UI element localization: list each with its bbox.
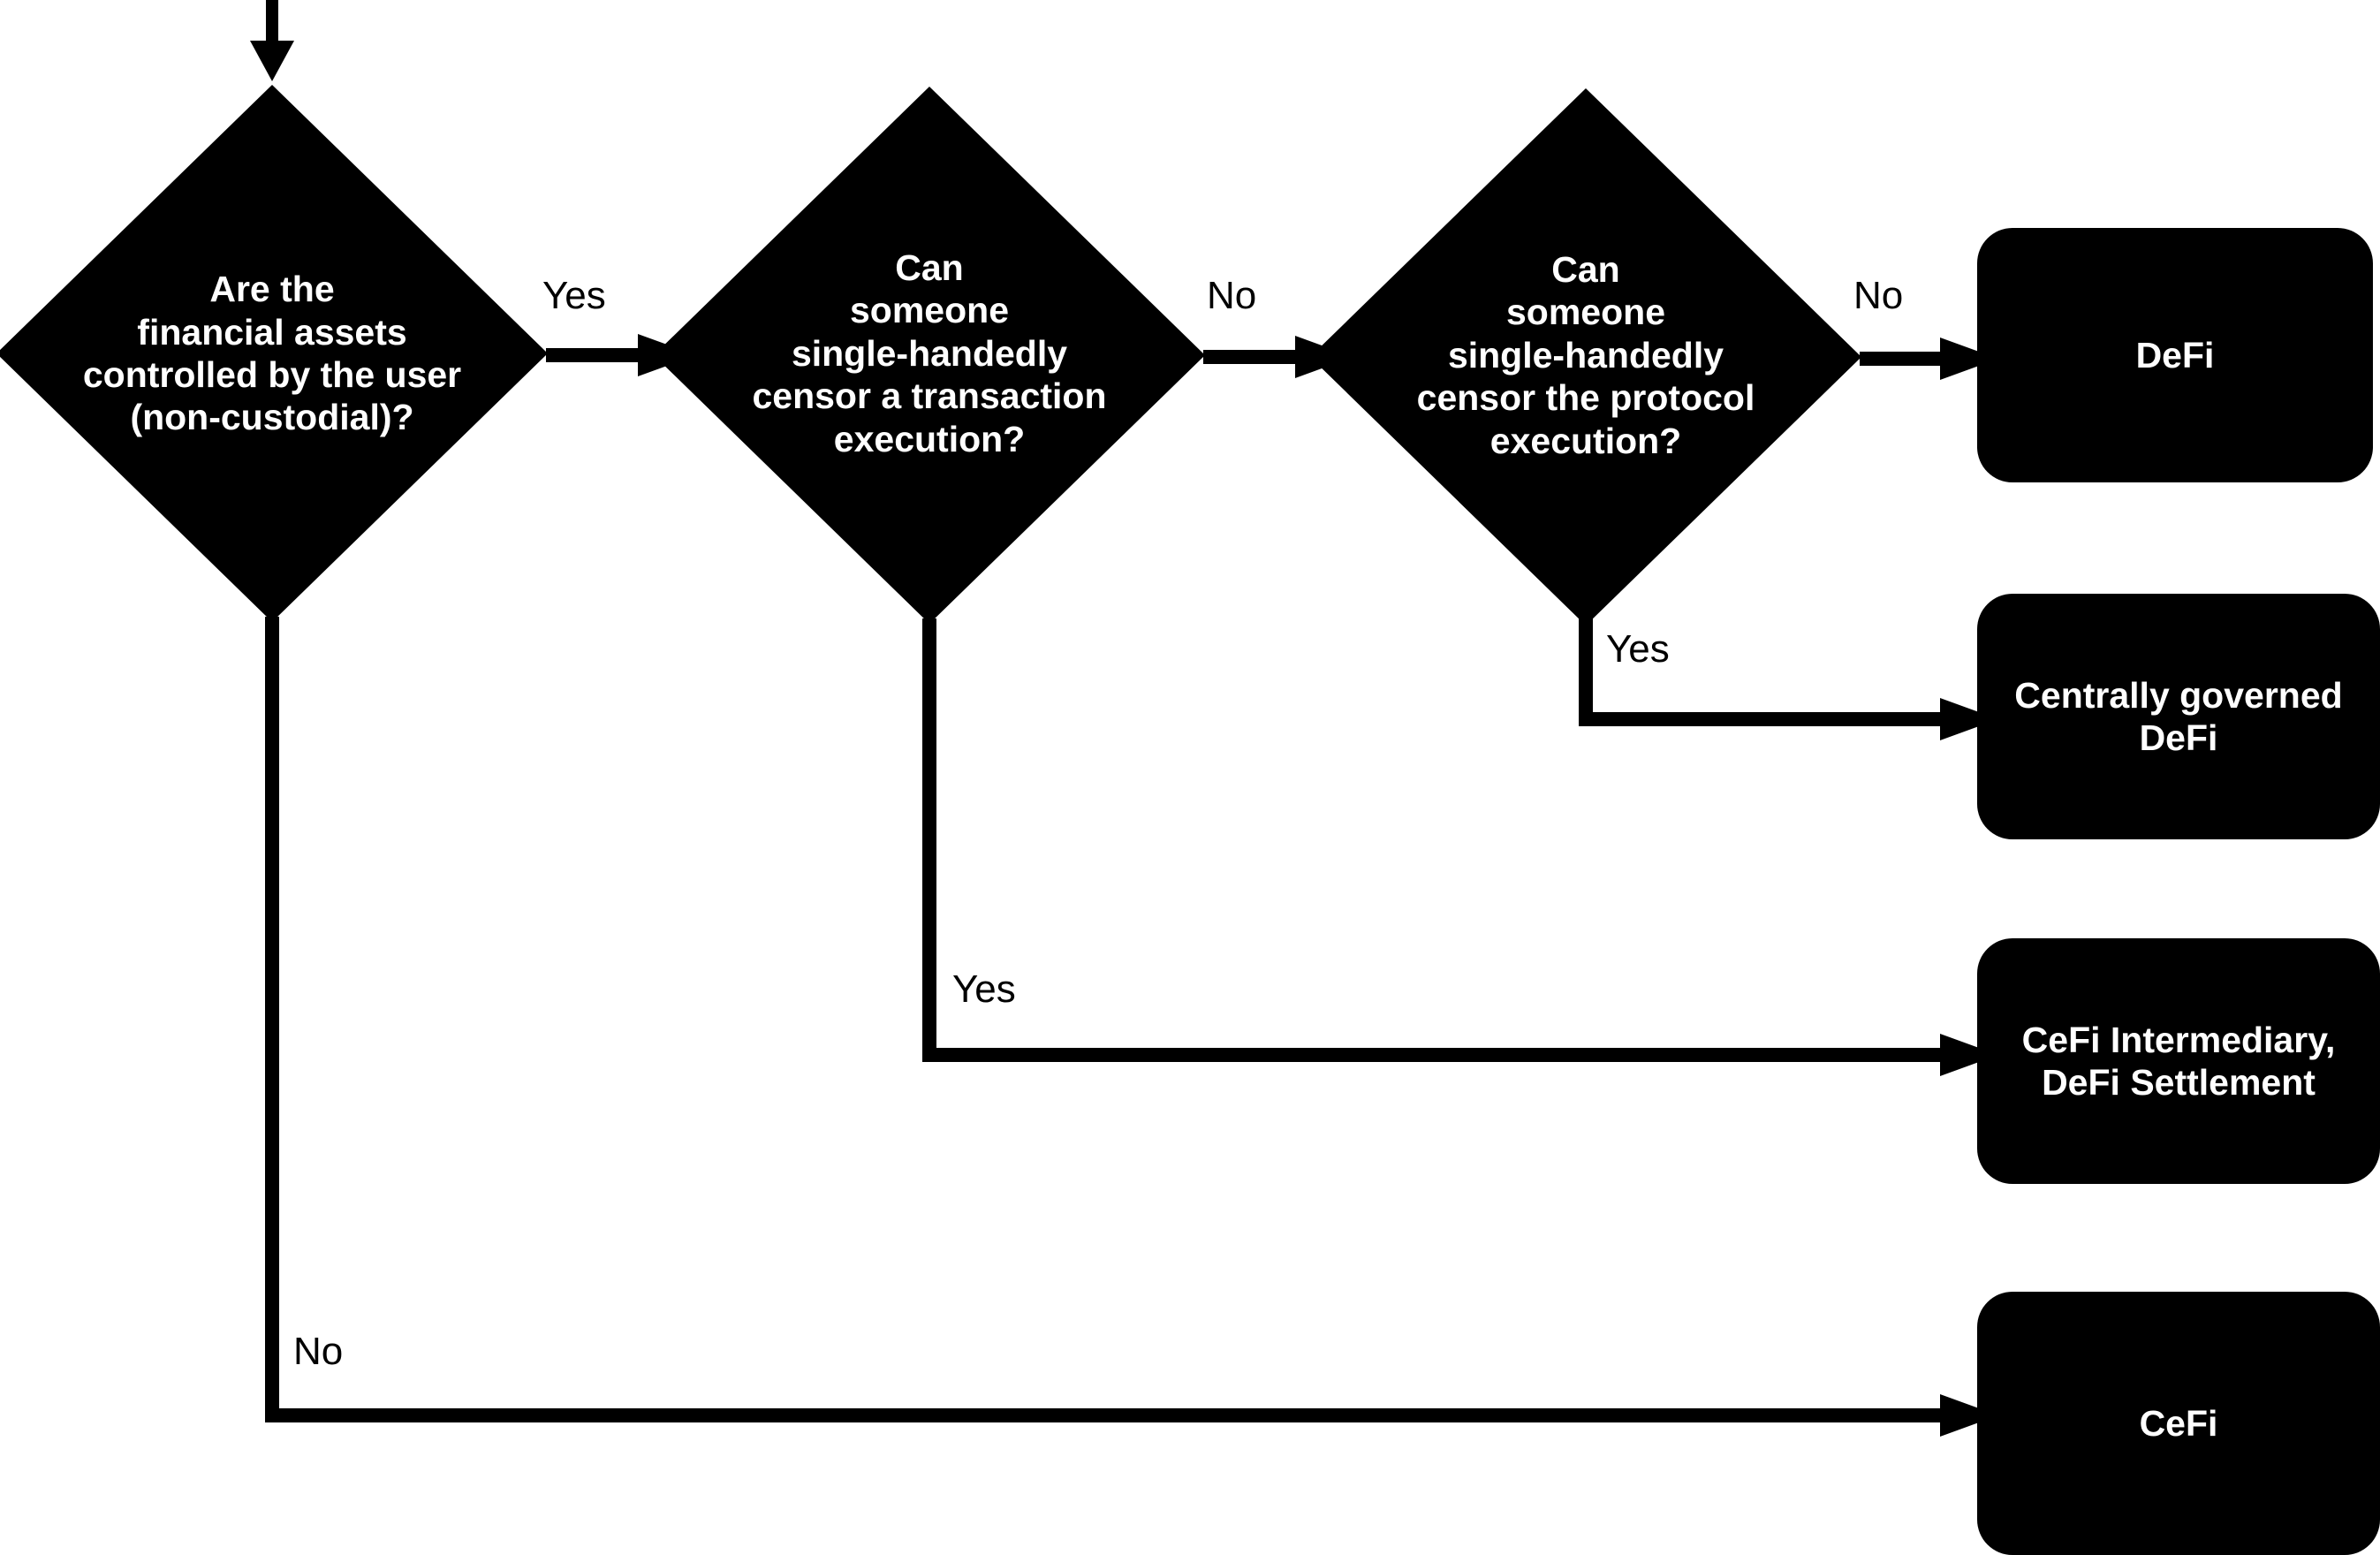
edge-q2-to-r3 [922,618,1998,1076]
edge-q3-to-r2 [1579,618,1998,740]
result-node-r3[interactable] [1977,938,2380,1184]
edge-label-q3-to-r1: No [1853,274,1904,317]
edge-label-q2-to-q3: No [1207,274,1257,317]
result-node-r2[interactable] [1977,594,2380,839]
edge-label-q3-to-r2: Yes [1606,627,1670,671]
edge-q1-to-r4 [265,617,1998,1437]
decision-node-q3[interactable] [1310,88,1861,626]
edge-q3-to-r1 [1860,338,1998,380]
decision-node-q1[interactable] [0,85,548,622]
decision-node-q2[interactable] [654,87,1205,624]
result-node-r1[interactable] [1977,228,2373,482]
edge-label-q2-to-r3: Yes [952,967,1016,1011]
edge-label-q1-to-q2: Yes [542,274,606,317]
entry-arrow [250,0,294,81]
edge-label-q1-to-r4: No [293,1330,344,1373]
edge-q2-to-q3 [1203,336,1353,378]
result-node-r4[interactable] [1977,1292,2380,1555]
edge-q1-to-q2 [546,334,696,376]
